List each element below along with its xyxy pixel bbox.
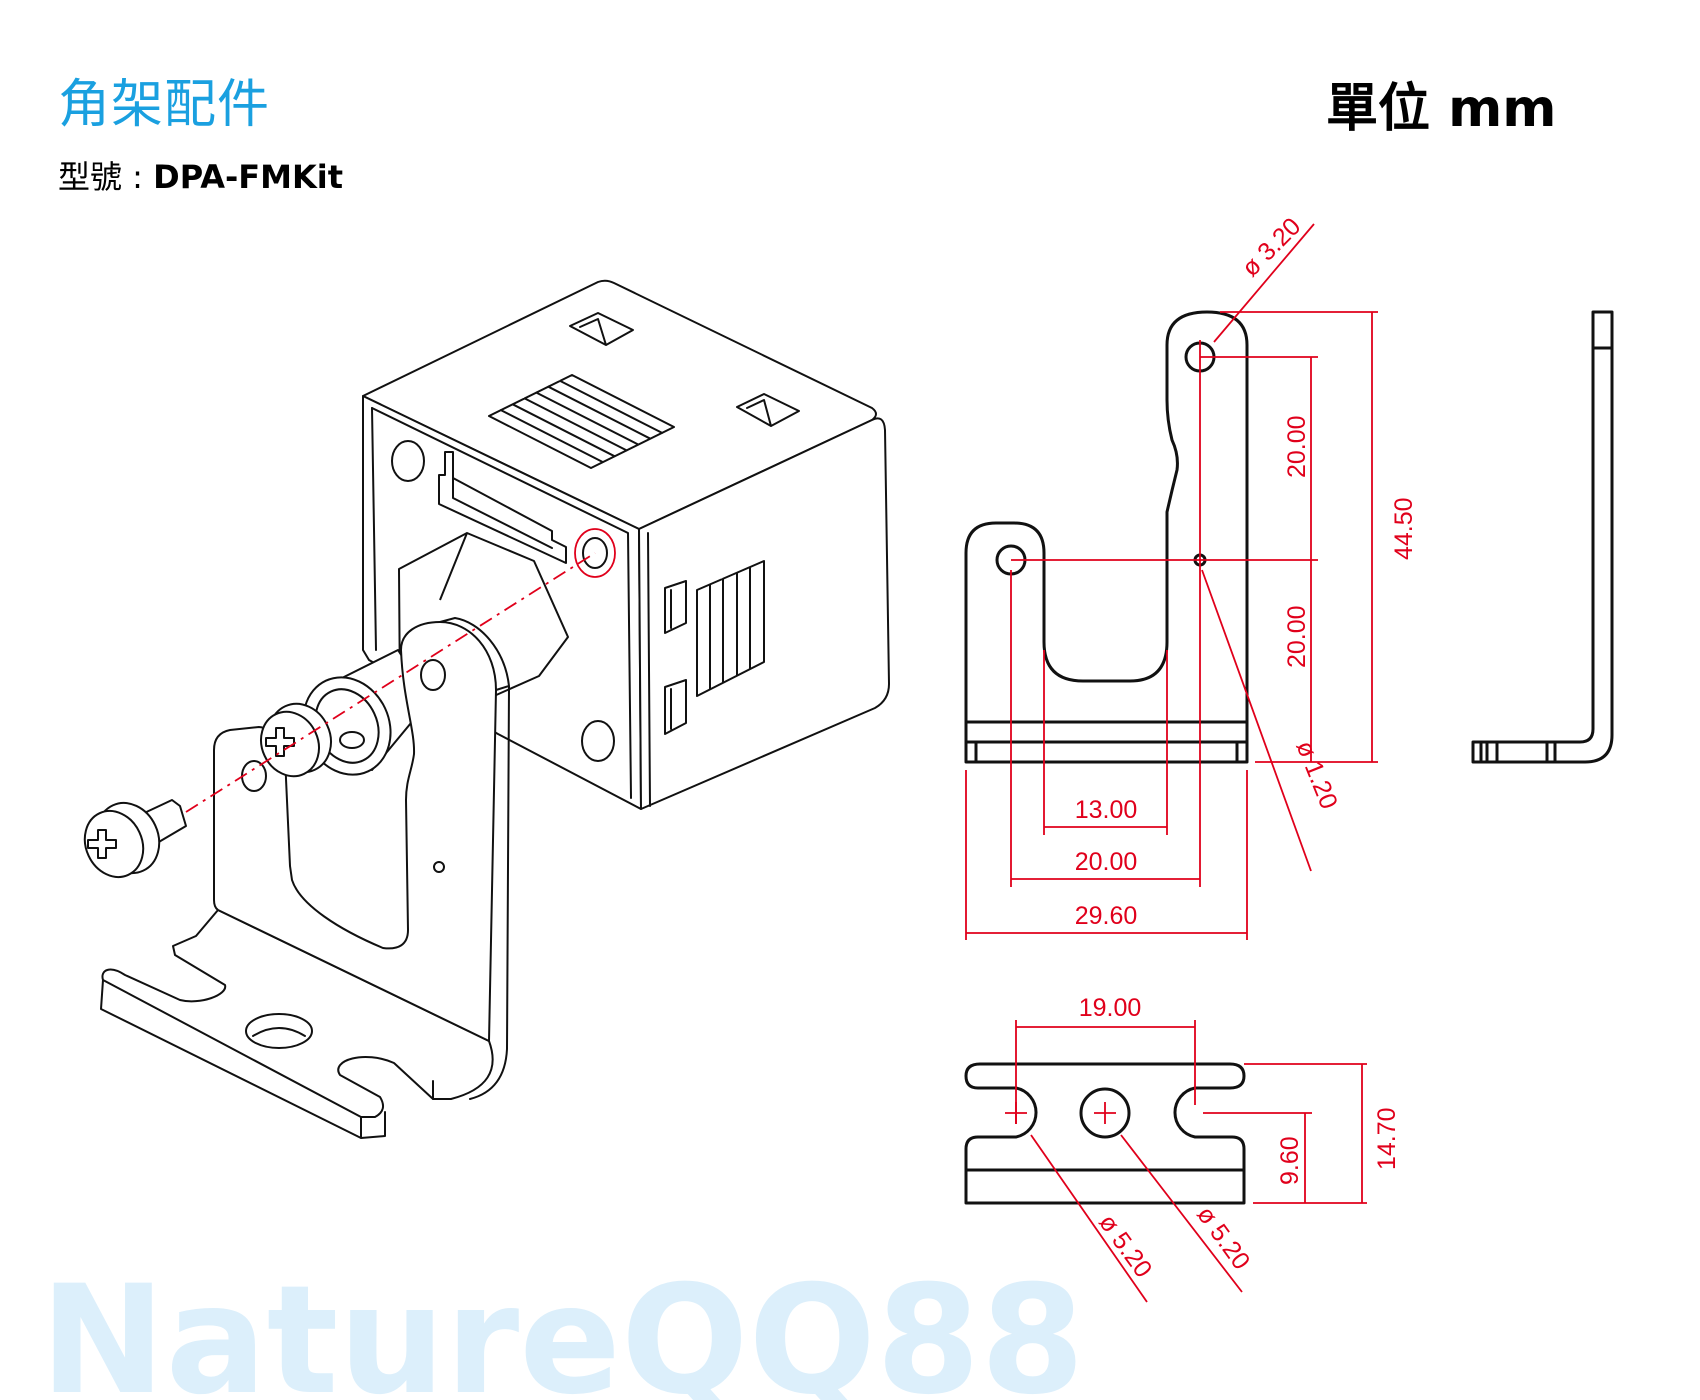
l-bracket	[100, 617, 510, 1139]
dim-hole-offset: 9.60	[1276, 1136, 1304, 1185]
dim-small-hole: ø 1.20	[1290, 737, 1343, 813]
mount-hole	[582, 537, 608, 569]
arm-small-hole	[433, 861, 445, 873]
highlighted-hole	[574, 528, 616, 578]
side-vent	[696, 560, 765, 697]
dim-width: 29.60	[1075, 902, 1138, 930]
dim-top-hole: ø 3.20	[1236, 212, 1306, 282]
side-slot	[664, 580, 687, 634]
center-hole	[1079, 1087, 1131, 1139]
model-value: DPA-FMKit	[153, 158, 344, 196]
dim-slot-width: 13.00	[1075, 796, 1138, 824]
side-slot	[664, 679, 687, 735]
screw-outer	[83, 799, 187, 879]
dim-hole-spacing: 20.00	[1075, 848, 1138, 876]
dim-depth: 14.70	[1373, 1107, 1401, 1170]
base-hole	[245, 1013, 313, 1049]
mount-hole	[391, 440, 425, 482]
top-slot	[736, 393, 800, 427]
side-view	[1471, 310, 1614, 764]
top-vent	[488, 374, 675, 469]
arm-hole	[420, 659, 446, 691]
connector-port	[438, 451, 567, 564]
model-number: 型號 : DPA-FMKit	[58, 152, 343, 198]
screw-inner	[260, 702, 332, 778]
assembly-axis	[185, 552, 596, 813]
mount-hole	[581, 720, 615, 762]
model-label: 型號 :	[58, 158, 154, 196]
phillips-cross-icon	[87, 829, 117, 859]
dim-slot-spacing: 19.00	[1079, 994, 1142, 1022]
dim-height: 44.50	[1390, 497, 1418, 560]
watermark: NatureQQ88	[40, 1254, 1085, 1400]
dim-lower: 20.00	[1283, 605, 1311, 668]
phillips-cross-icon	[265, 727, 295, 757]
units-label: 單位 mm	[1326, 79, 1557, 139]
dim-upper: 20.00	[1283, 415, 1311, 478]
front-view: ø 3.20 20.00 20.00 44.50 ø 1.20 13.00 20…	[964, 212, 1418, 940]
page-title: 角架配件	[58, 75, 271, 135]
top-slot	[569, 312, 634, 346]
isometric-assembly	[83, 279, 890, 1139]
